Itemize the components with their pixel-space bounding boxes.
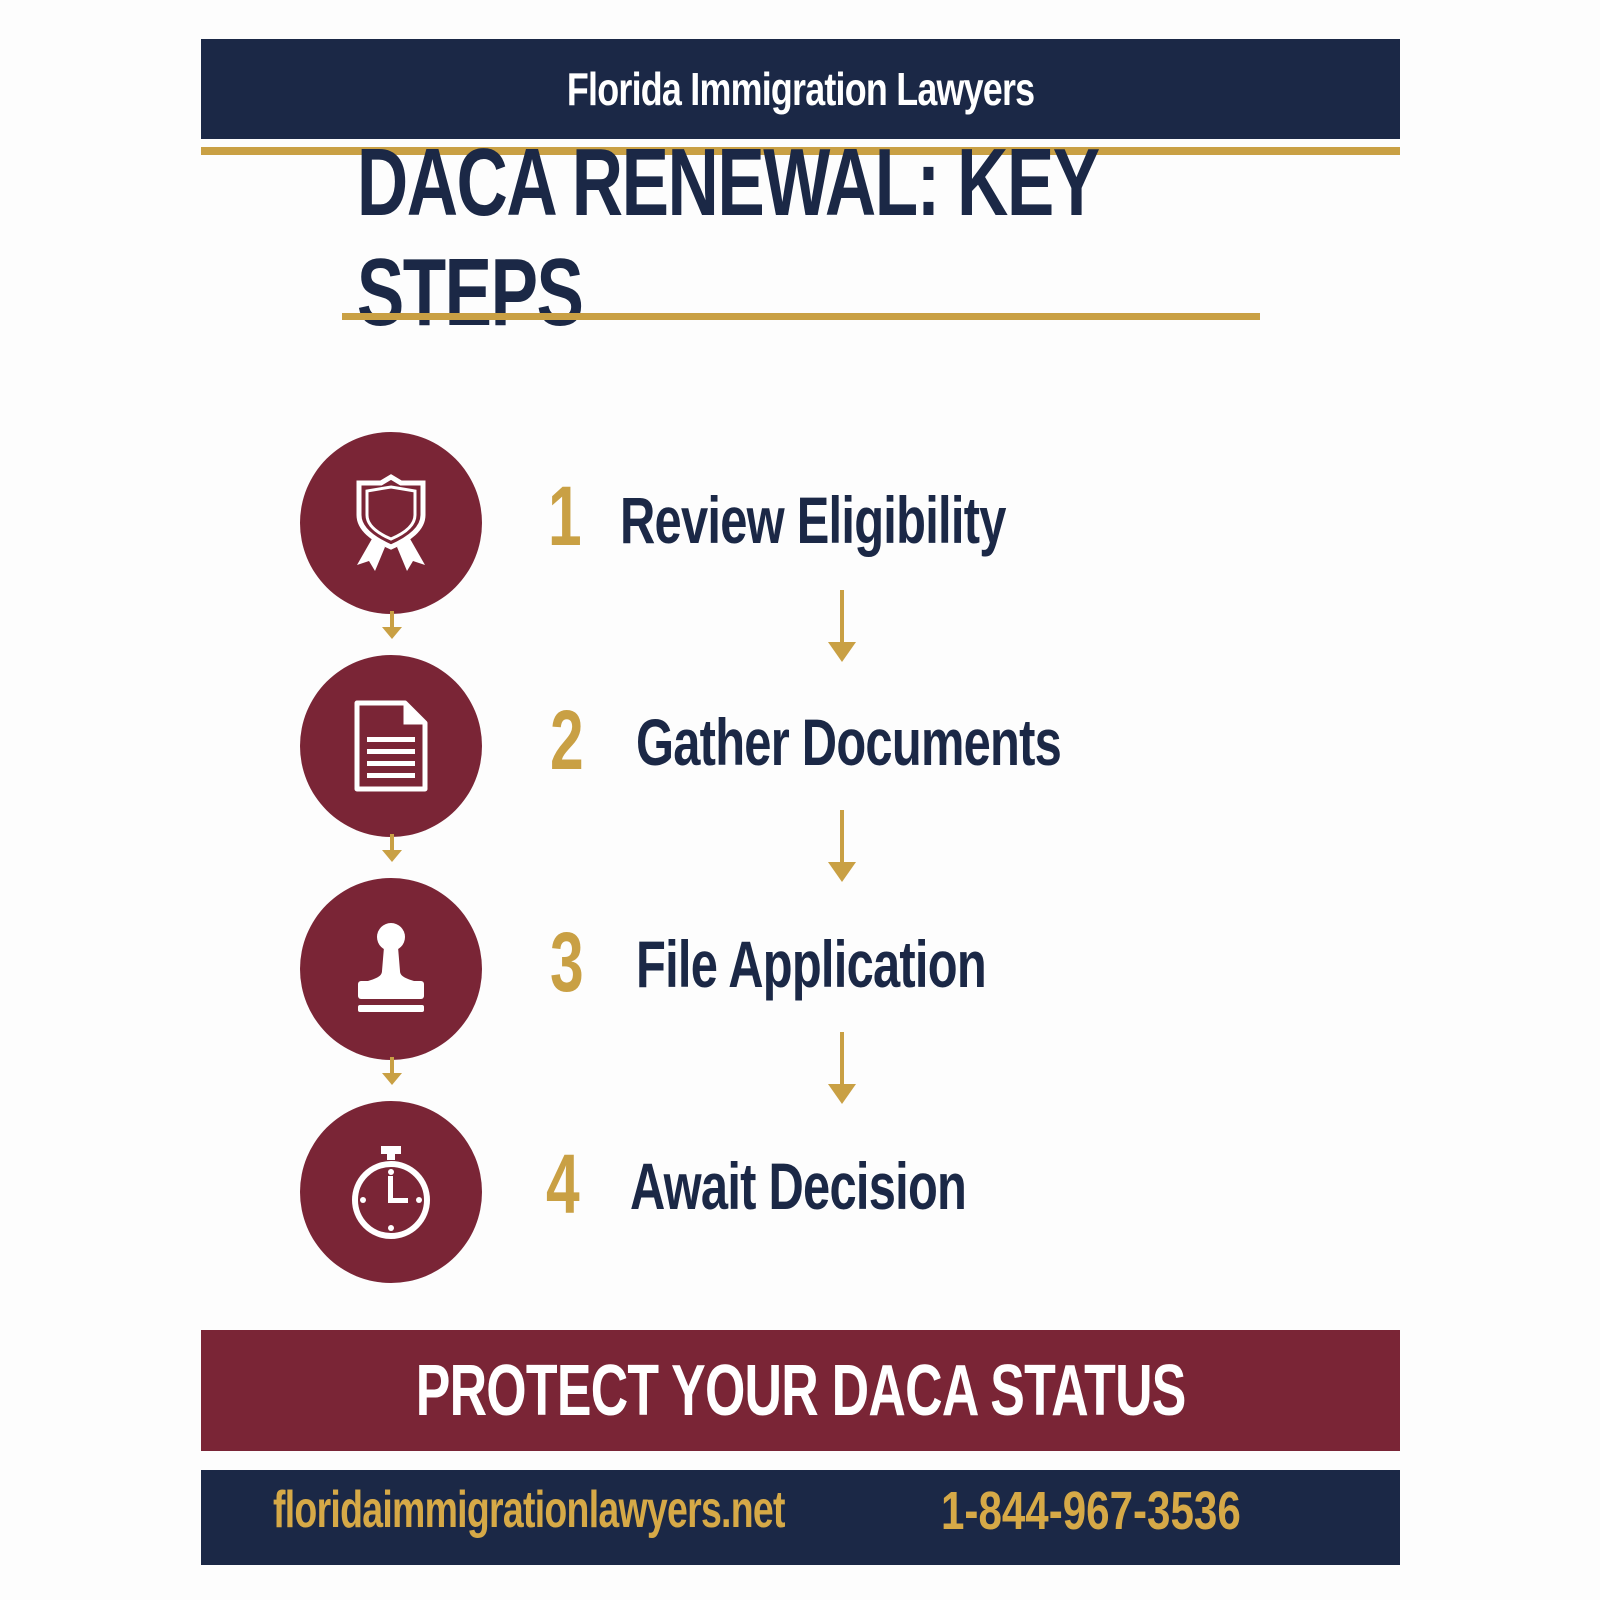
title-underline	[342, 313, 1260, 320]
arrow-down-icon	[828, 1032, 856, 1104]
footer-bar: floridaimmigrationlawyers.net 1-844-967-…	[201, 1470, 1400, 1565]
phone-number[interactable]: 1-844-967-3536	[941, 1481, 1241, 1541]
firm-name: Florida Immigration Lawyers	[566, 63, 1035, 115]
step-1-label: Review Eligibility	[620, 483, 1006, 557]
document-icon	[354, 700, 428, 792]
cta-text: PROTECT YOUR DACA STATUS	[415, 1350, 1187, 1431]
step-1-circle	[300, 432, 482, 614]
stopwatch-icon	[352, 1146, 430, 1239]
small-arrow-down-icon	[382, 1057, 402, 1085]
step-1-number: 1	[548, 469, 582, 563]
stamp-icon	[358, 923, 424, 1012]
step-4-circle	[300, 1101, 482, 1283]
step-2-circle	[300, 655, 482, 837]
small-arrow-down-icon	[382, 611, 402, 639]
step-3-circle	[300, 878, 482, 1060]
page-title: DACA RENEWAL: KEY STEPS	[201, 129, 1400, 346]
page-title-text: DACA RENEWAL: KEY STEPS	[356, 129, 1099, 346]
step-4-label: Await Decision	[630, 1149, 967, 1223]
small-arrow-down-icon	[382, 834, 402, 862]
step-4-number: 4	[546, 1137, 580, 1231]
step-3-number: 3	[550, 915, 584, 1009]
header-bar: Florida Immigration Lawyers	[201, 39, 1400, 139]
website-link[interactable]: floridaimmigrationlawyers.net	[273, 1481, 785, 1539]
arrow-down-icon	[828, 590, 856, 662]
step-2-number: 2	[550, 693, 584, 787]
step-2-label: Gather Documents	[636, 705, 1062, 779]
cta-banner: PROTECT YOUR DACA STATUS	[201, 1330, 1400, 1451]
arrow-down-icon	[828, 810, 856, 882]
step-3-label: File Application	[636, 927, 987, 1001]
gold-divider-top	[201, 147, 1400, 155]
award-shield-icon	[356, 474, 426, 571]
